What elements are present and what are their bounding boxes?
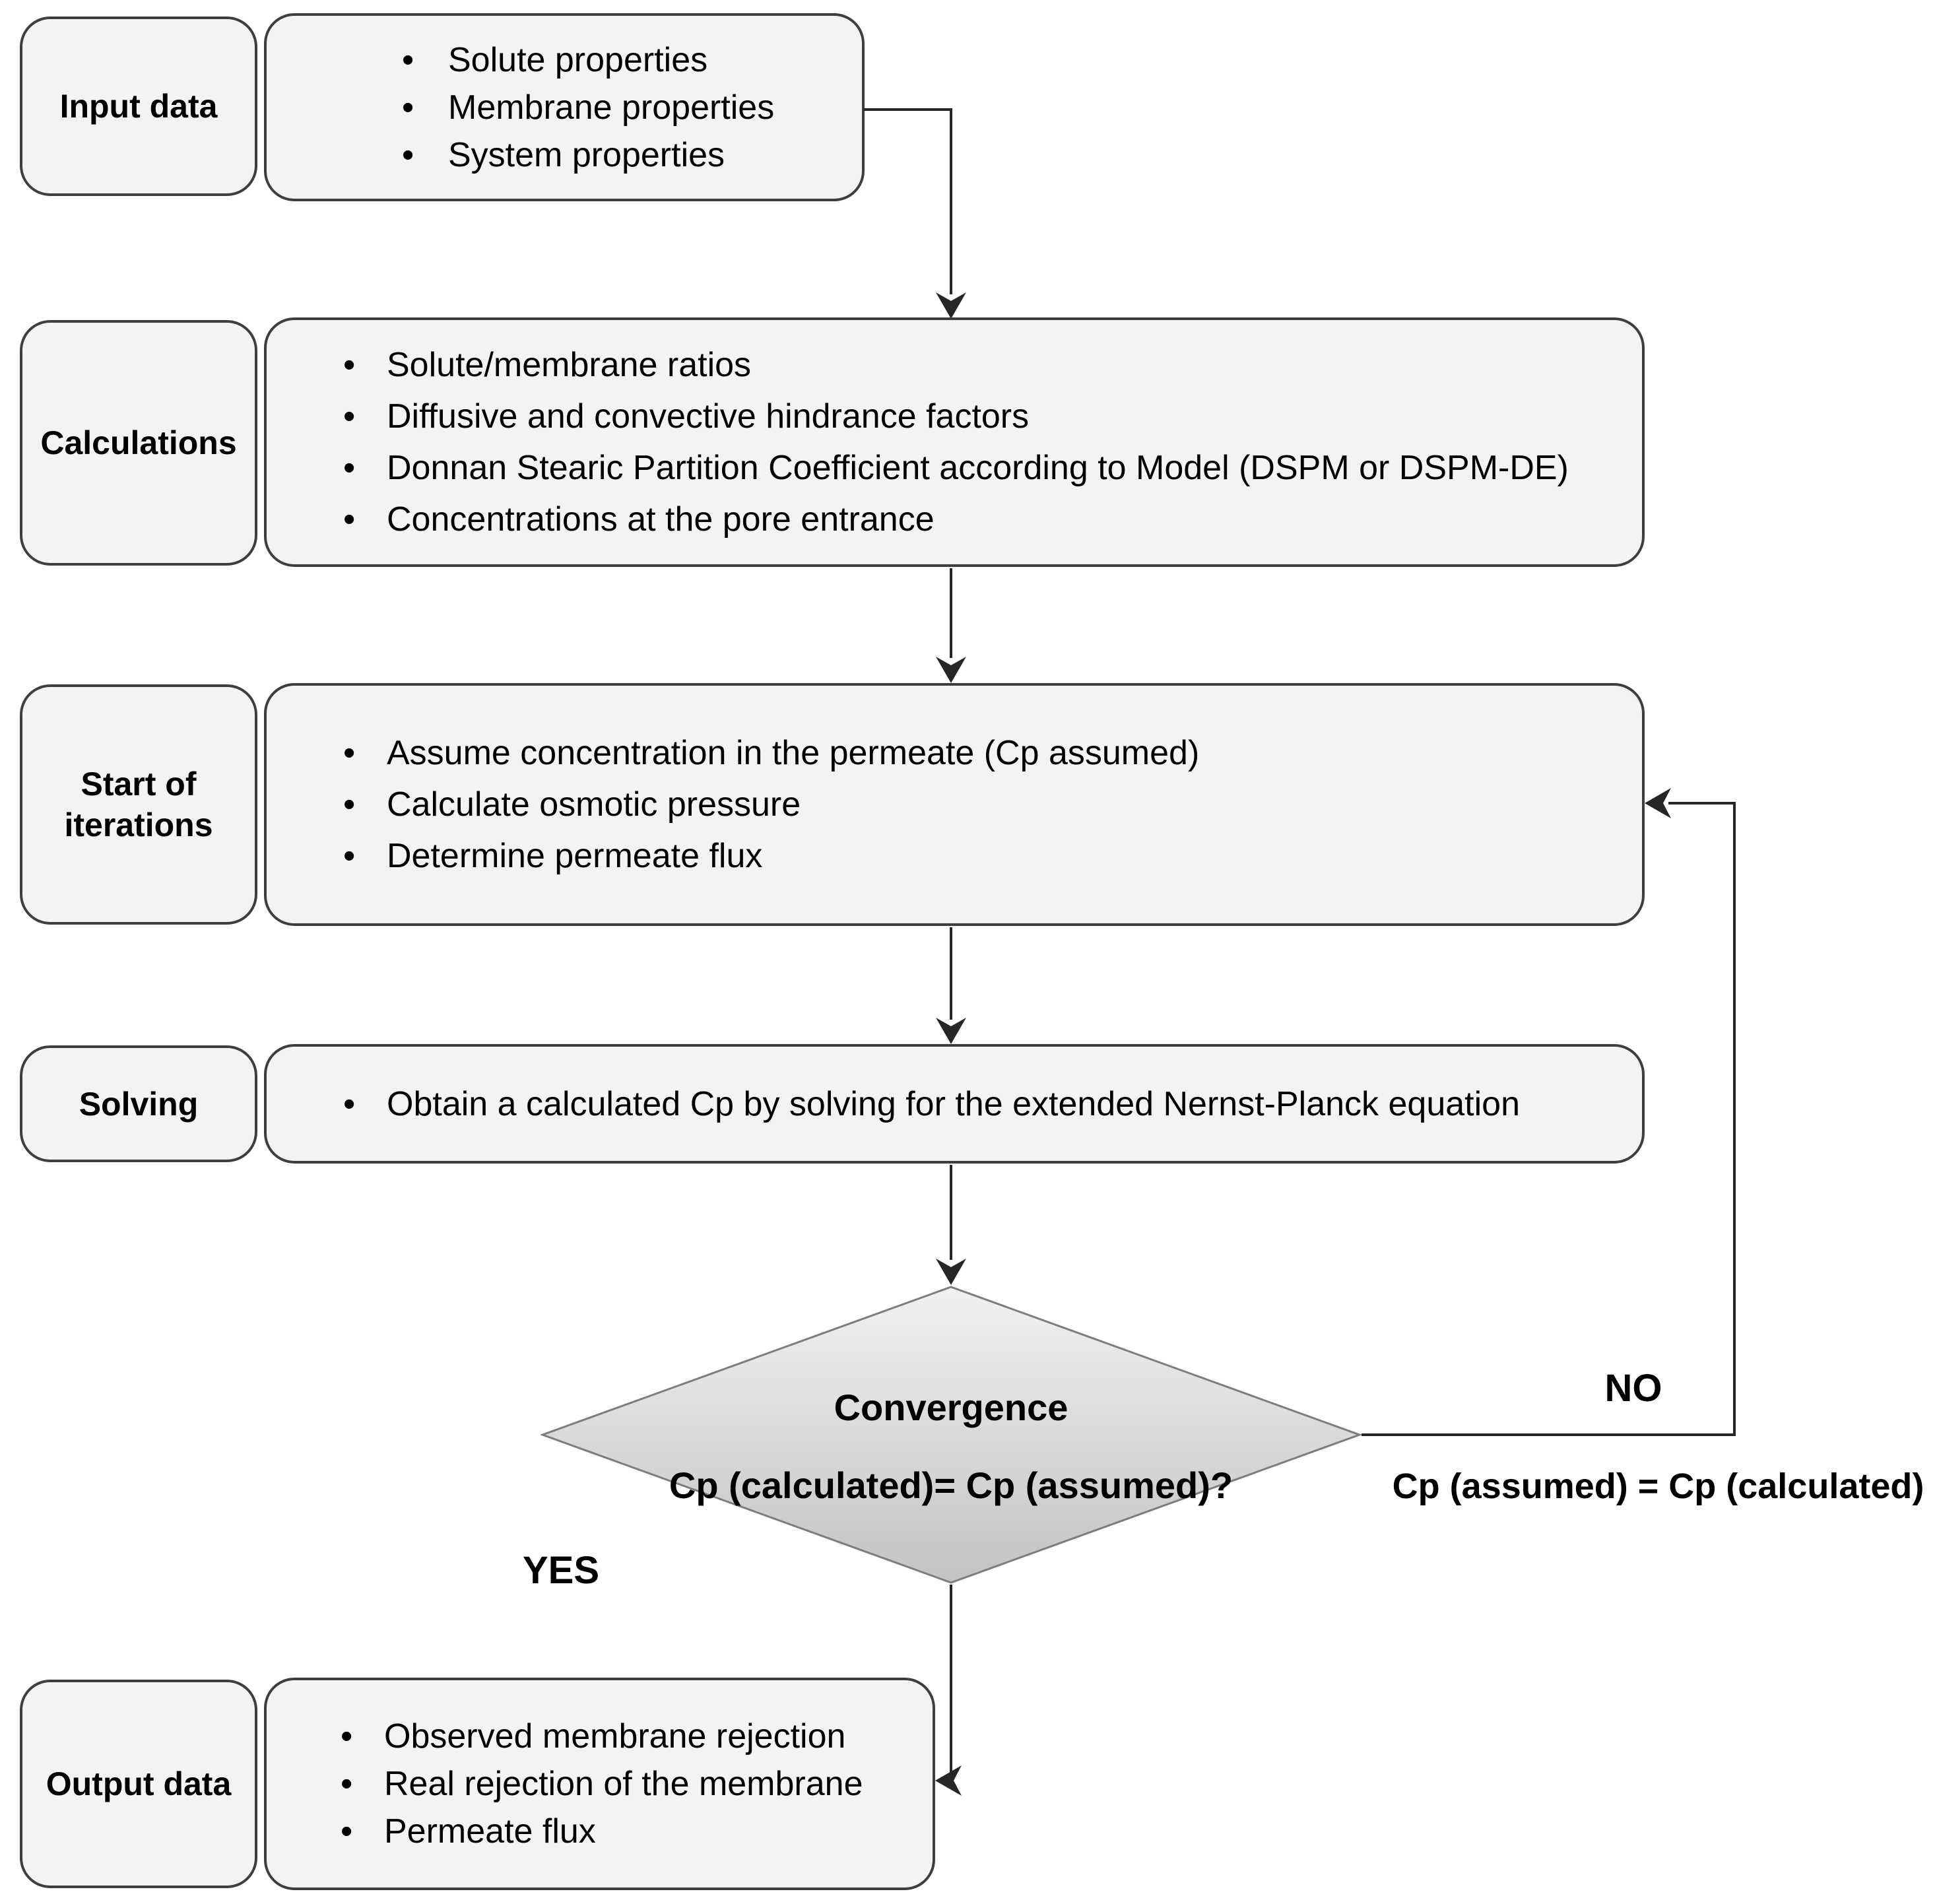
connector-no-return-horizontal [1668,802,1734,804]
bullet-list: • Observed membrane rejection • Real rej… [341,1713,919,1855]
list-item-text: Obtain a calculated Cp by solving for th… [387,1084,1521,1123]
arrowhead-down-calculations [936,292,966,319]
arrowhead-left-output [935,1765,962,1796]
bullet-list: • Obtain a calculated Cp by solving for … [343,1078,1629,1130]
stage-content-calculations: • Solute/membrane ratios • Diffusive and… [264,317,1645,567]
bullet-list: • Solute properties • Membrane propertie… [402,36,849,179]
stage-content-output-data: • Observed membrane rejection • Real rej… [264,1678,935,1890]
bullet-icon: • [402,135,414,174]
stage-label-calculations: Calculations [20,320,257,566]
connector-solving-vertical [950,1165,952,1260]
arrowhead-down-solving [936,1018,966,1044]
connector-input-horizontal [863,108,952,111]
list-item: • Permeate flux [341,1808,919,1855]
bullet-icon: • [343,1084,356,1123]
bullet-icon: • [341,1717,353,1756]
connector-no-horizontal [1362,1433,1736,1436]
bullet-icon: • [343,785,356,824]
list-item-text: Concentrations at the pore entrance [387,500,935,539]
arrowhead-down-iterations [936,657,966,683]
bullet-icon: • [343,449,356,487]
bullet-icon: • [343,734,356,772]
stage-label-output-data: Output data [20,1680,257,1888]
list-item-text: Membrane properties [448,88,775,127]
stage-content-input-data: • Solute properties • Membrane propertie… [264,13,865,201]
list-item: • Concentrations at the pore entrance [343,494,1629,545]
connector-calculations-vertical [950,568,952,658]
decision-diamond [541,1286,1362,1584]
decision-diamond-shape [541,1286,1362,1584]
bullet-icon: • [343,837,356,875]
no-label: NO [1604,1367,1662,1410]
connector-input-vertical [950,108,952,294]
decision-question: Cp (calculated)= Cp (assumed)? [669,1464,1233,1506]
list-item-text: System properties [448,135,725,174]
bullet-icon: • [341,1765,353,1803]
decision-title: Convergence [834,1387,1068,1428]
list-item: • Obtain a calculated Cp by solving for … [343,1078,1629,1130]
list-item-text: Donnan Stearic Partition Coefficient acc… [387,449,1569,487]
list-item-text: Determine permeate flux [387,837,763,875]
bullet-icon: • [402,40,414,79]
connector-iterations-vertical [950,927,952,1020]
list-item-text: Observed membrane rejection [384,1717,846,1756]
yes-label: YES [522,1549,600,1592]
bullet-list: • Solute/membrane ratios • Diffusive and… [343,339,1629,545]
stage-label-start-of-iterations: Start of iterations [20,684,257,925]
list-item: • Membrane properties [402,84,849,131]
list-item: • Real rejection of the membrane [341,1760,919,1808]
list-item-text: Permeate flux [384,1812,596,1851]
stage-label-text: Input data [59,88,218,125]
list-item: • Solute properties [402,36,849,84]
stage-label-text: Start of iterations [64,766,213,843]
arrowhead-down-decision [936,1259,966,1285]
bullet-icon: • [343,397,356,436]
bullet-icon: • [402,88,414,127]
list-item: • Calculate osmotic pressure [343,779,1629,830]
list-item: • Solute/membrane ratios [343,339,1629,391]
list-item-text: Diffusive and convective hindrance facto… [387,397,1030,436]
stage-label-text: Calculations [40,424,237,461]
stage-content-start-of-iterations: • Assume concentration in the permeate (… [264,683,1645,926]
stage-content-solving: • Obtain a calculated Cp by solving for … [264,1044,1645,1164]
bullet-icon: • [343,500,356,539]
bullet-icon: • [341,1812,353,1851]
list-item-text: Solute properties [448,40,708,79]
list-item-text: Calculate osmotic pressure [387,785,801,824]
stage-label-solving: Solving [20,1045,257,1162]
bullet-list: • Assume concentration in the permeate (… [343,727,1629,882]
stage-label-text: Solving [79,1085,199,1123]
list-item: • Observed membrane rejection [341,1713,919,1760]
connector-yes-vertical [950,1585,952,1781]
bullet-icon: • [343,346,356,384]
list-item: • Donnan Stearic Partition Coefficient a… [343,442,1629,494]
list-item: • System properties [402,131,849,179]
list-item-text: Solute/membrane ratios [387,346,752,384]
list-item: • Diffusive and convective hindrance fac… [343,391,1629,442]
list-item: • Assume concentration in the permeate (… [343,727,1629,779]
connector-no-vertical [1733,802,1736,1436]
loop-action-label: Cp (assumed) = Cp (calculated) [1392,1466,1924,1506]
stage-label-input-data: Input data [20,16,257,196]
arrowhead-left-iterations [1645,788,1671,818]
list-item-text: Assume concentration in the permeate (Cp… [387,734,1200,772]
stage-label-text: Output data [46,1765,232,1802]
list-item-text: Real rejection of the membrane [384,1765,863,1803]
list-item: • Determine permeate flux [343,830,1629,882]
